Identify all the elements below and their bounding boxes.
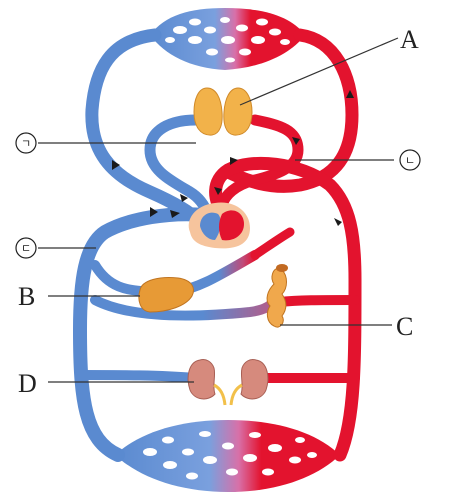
small-intestine <box>266 267 287 328</box>
blue-vessels <box>73 28 280 462</box>
circle-label-nieun: ㄴ <box>399 149 421 171</box>
label-nieun-text: ㄴ <box>405 154 415 167</box>
leader-lines <box>38 37 399 383</box>
label-B: B <box>18 282 35 311</box>
lung-capillary-network <box>150 8 305 70</box>
label-D: D <box>18 369 37 398</box>
label-A: A <box>400 25 419 54</box>
circle-label-giyeok: ㄱ <box>15 132 37 154</box>
label-digeut-text: ㄷ <box>21 242 31 255</box>
flow-arrows <box>112 90 354 226</box>
circle-label-digeut: ㄷ <box>15 237 37 259</box>
lungs <box>193 87 253 136</box>
liver <box>138 277 194 313</box>
body-capillary-network <box>115 420 340 492</box>
intestine-opening <box>276 264 288 272</box>
label-giyeok-text: ㄱ <box>21 137 31 150</box>
heart <box>188 202 250 249</box>
kidneys <box>187 359 269 406</box>
red-vessels <box>209 28 362 462</box>
label-C: C <box>396 312 413 341</box>
